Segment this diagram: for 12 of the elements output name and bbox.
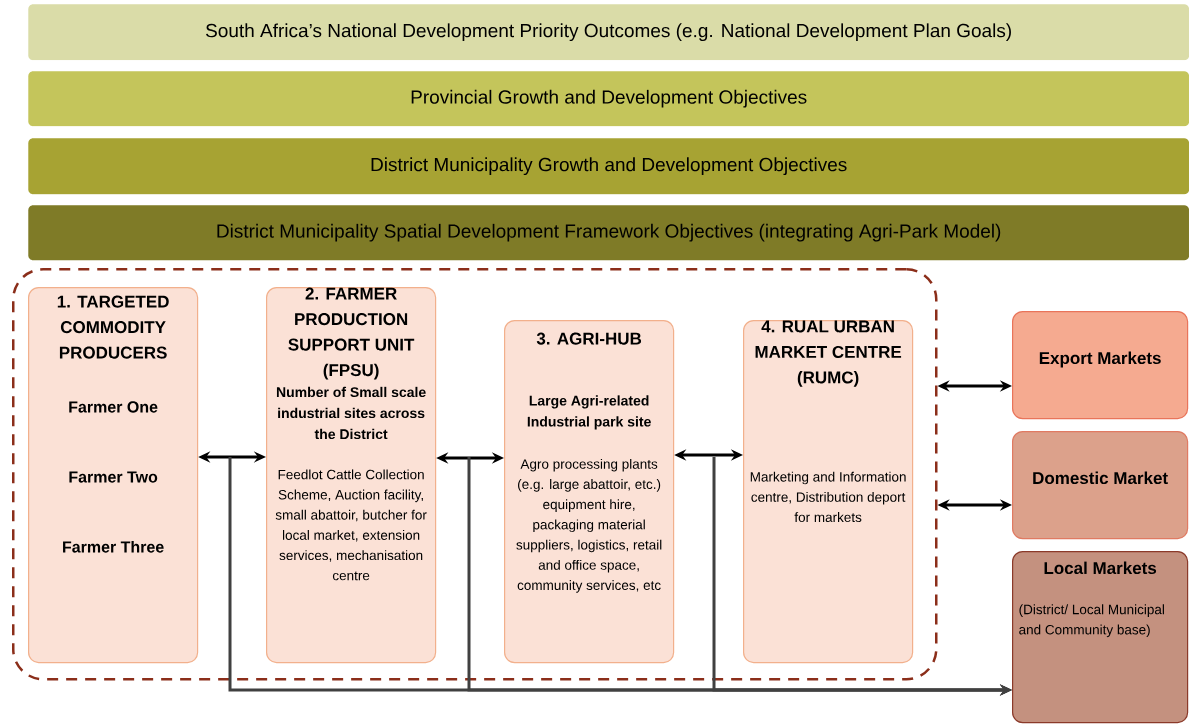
dashed-frame bbox=[12, 268, 938, 681]
process-box: 2. FARMER PRODUCTION SUPPORT UNIT (FPSU) Number of Small scale industrial sites across the District Feedlot Cattle Collection Scheme, Auction facility, small abattoir, butcher for local market, extension services, mechanisation centre bbox=[266, 287, 437, 664]
band: Provincial Growth and Development Objectives bbox=[28, 71, 1189, 127]
market-box: Domestic Market bbox=[1012, 431, 1189, 540]
process-box: 4. RUAL URBAN MARKET CENTRE (RUMC) Marketing and Information centre, Distribution deport for markets bbox=[743, 320, 914, 664]
band: South Africa’s National Development Priority Outcomes (e.g. National Development Plan Goals) bbox=[28, 4, 1189, 61]
process-box: 3. AGRI-HUB Large Agri-related Industrial park site Agro processing plants (e.g. large abattoir, etc.) equipment hire, packaging material suppliers, logistics, retail and office space, community services, etc bbox=[504, 320, 675, 664]
market-box: Local Markets (District/ Local Municipal and Community base) bbox=[1012, 551, 1189, 724]
band: District Municipality Spatial Development Framework Objectives (integrating Agri-Park Model) bbox=[28, 205, 1189, 261]
band: District Municipality Growth and Development Objectives bbox=[28, 138, 1189, 195]
process-box: 1. TARGETED COMMODITY PRODUCERS Farmer One Farmer Two Farmer Three bbox=[28, 287, 199, 664]
market-box: Export Markets bbox=[1012, 311, 1189, 420]
